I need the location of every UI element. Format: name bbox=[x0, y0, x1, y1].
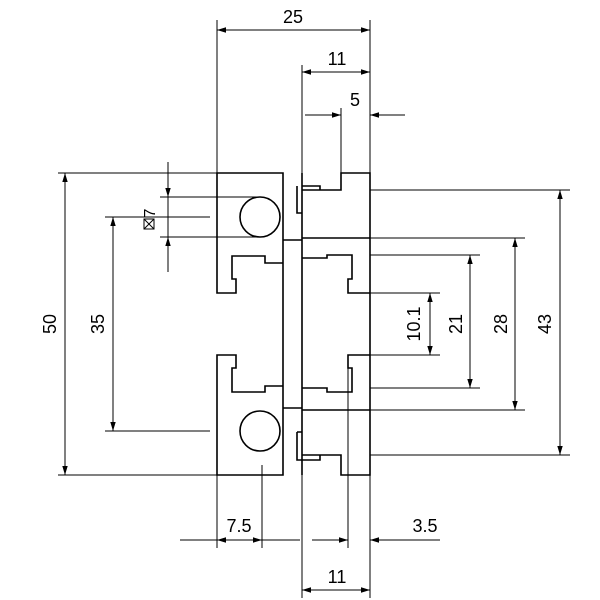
dim-height-right: 43 bbox=[535, 314, 555, 334]
square-symbol-icon bbox=[143, 218, 155, 230]
extension-lines bbox=[58, 20, 570, 598]
dim-slot-inner: 10.1 bbox=[404, 306, 424, 341]
left-body-outline bbox=[216, 172, 284, 476]
top-right-slot bbox=[296, 185, 370, 239]
dim-slot-mid: 21 bbox=[446, 314, 466, 334]
lower-bore bbox=[239, 410, 281, 452]
dim-bottom-inner: 11 bbox=[328, 567, 347, 587]
dim-bottom-right: 3.5 bbox=[412, 516, 437, 536]
dimension-lines bbox=[62, 27, 563, 593]
right-upper-slot bbox=[302, 254, 370, 294]
dim-top-slot: 5 bbox=[350, 90, 360, 110]
dim-bore-dia: 7 bbox=[142, 208, 159, 217]
dim-bottom-left: 7.5 bbox=[226, 516, 251, 536]
dim-bore-pitch: 35 bbox=[88, 314, 108, 334]
dim-top-width: 25 bbox=[283, 7, 303, 27]
right-body-outline bbox=[301, 172, 371, 476]
right-lower-slot bbox=[302, 354, 370, 393]
center-web bbox=[283, 239, 302, 409]
upper-bore bbox=[239, 196, 281, 238]
bore-dia-label: 7 bbox=[142, 208, 159, 230]
dim-height-total: 50 bbox=[40, 314, 60, 334]
profile-outline bbox=[216, 172, 371, 476]
dim-top-inner: 11 bbox=[328, 49, 347, 69]
dim-slot-outer: 28 bbox=[491, 314, 511, 334]
bottom-right-slot bbox=[296, 409, 370, 461]
